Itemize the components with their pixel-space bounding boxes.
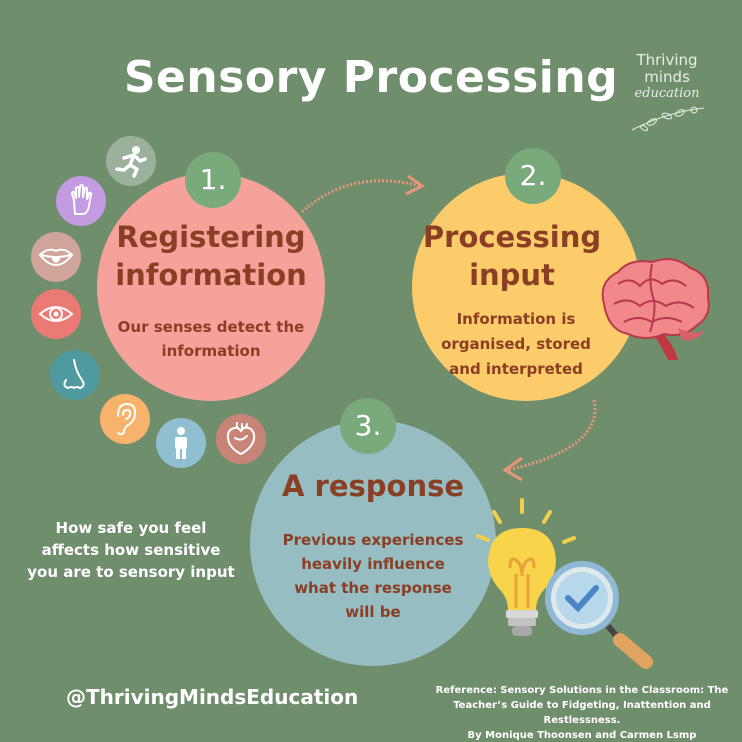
sense-body — [156, 418, 206, 468]
step-3-number-badge: 3. — [340, 398, 396, 454]
running-person-icon — [115, 146, 147, 178]
step-3-desc-line-3: what the response — [294, 579, 452, 597]
ear-icon — [117, 402, 137, 436]
step-1-description: Our senses detect the information — [97, 315, 325, 363]
step-2-desc-line-1: Information is — [456, 310, 576, 328]
brain-icon — [601, 258, 710, 360]
arrow-1-to-2 — [300, 179, 421, 214]
sense-taste — [31, 232, 81, 282]
brand-logo: Thriving minds education — [612, 52, 722, 140]
side-note-line-3: you are to sensory input — [27, 563, 235, 581]
step-2-desc-line-2: organised, stored — [441, 335, 591, 353]
leaf-sprig-icon — [631, 106, 705, 132]
step-2-number-badge: 2. — [505, 148, 561, 204]
step-2-desc-line-3: and interpreted — [449, 360, 583, 378]
reference-line-2: Teacher’s Guide to Fidgeting, Inattentio… — [453, 700, 711, 726]
step-3-desc-line-1: Previous experiences — [282, 531, 464, 549]
logo-line-2: minds — [644, 68, 690, 86]
reference-line-3: By Monique Thoonsen and Carmen Lsmp — [467, 730, 697, 741]
side-note-line-1: How safe you feel — [55, 519, 207, 537]
reference-line-1: Reference: Sensory Solutions in the Clas… — [435, 685, 729, 696]
step-3-circle — [250, 420, 496, 666]
step-2-description: Information is organised, stored and int… — [412, 307, 620, 382]
social-handle: @ThrivingMindsEducation — [66, 685, 359, 709]
step-1-title-line-2: information — [115, 258, 307, 292]
body-icon — [175, 427, 187, 459]
sense-hearing — [100, 394, 150, 444]
step-2-title-line-1: Processing — [422, 220, 602, 254]
step-1-title: Registering information — [97, 218, 325, 294]
sense-interoception — [216, 414, 266, 464]
arrow-head-1 — [405, 174, 425, 196]
sense-sight — [31, 289, 81, 339]
nose-icon — [63, 359, 85, 390]
heart-icon — [226, 422, 256, 456]
arrow-head-2 — [502, 456, 523, 482]
step-2-title-line-2: input — [469, 258, 555, 292]
step-1-desc-line-1: Our senses detect the — [117, 318, 305, 336]
step-2-circle — [412, 173, 640, 401]
sense-touch — [56, 176, 106, 226]
step-1-circle — [97, 173, 325, 401]
side-note: How safe you feel affects how sensitive … — [20, 517, 242, 583]
lightbulb-idea-icon — [476, 498, 653, 669]
hand-icon — [71, 184, 92, 215]
step-3-description: Previous experiences heavily influence w… — [250, 528, 496, 624]
sense-smell — [50, 350, 100, 400]
step-3-desc-line-2: heavily influence — [301, 555, 445, 573]
logo-line-3: education — [634, 86, 700, 101]
step-1-desc-line-2: information — [161, 342, 261, 360]
reference-note: Reference: Sensory Solutions in the Clas… — [432, 683, 732, 742]
step-3-desc-line-4: will be — [345, 603, 401, 621]
step-1-number-badge: 1. — [185, 152, 241, 208]
side-note-line-2: affects how sensitive — [41, 541, 221, 559]
step-2-title: Processing input — [412, 218, 612, 294]
page-title: Sensory Processing — [123, 52, 619, 103]
mouth-icon — [38, 248, 74, 267]
sense-movement — [106, 136, 156, 186]
step-1-title-line-1: Registering — [116, 220, 306, 254]
logo-line-1: Thriving — [636, 51, 698, 69]
step-3-title: A response — [281, 469, 465, 503]
eye-icon — [38, 306, 74, 322]
